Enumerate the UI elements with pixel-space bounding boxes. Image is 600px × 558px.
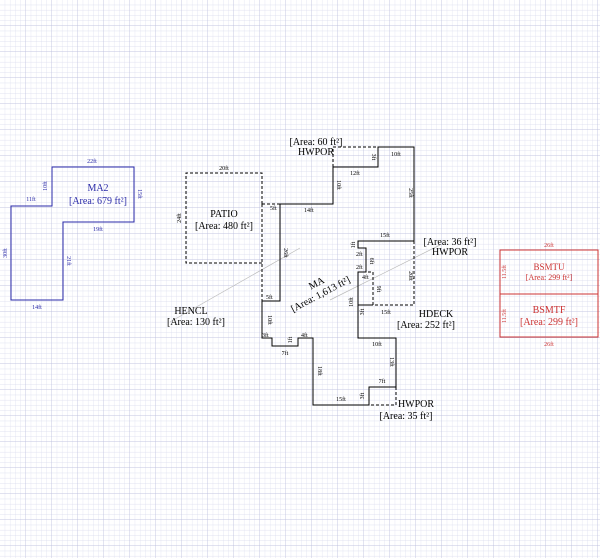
ma2-outline[interactable] — [10, 166, 135, 301]
room-area: [Area: 299 ft²] — [526, 273, 573, 282]
dim-label: 10ft — [266, 315, 273, 325]
room-hdeck[interactable]: 15ft 3ft 20ft HDECK [Area: 252 ft²] — [358, 241, 455, 331]
dim-label: 26ft — [544, 341, 554, 348]
room-bsmtf[interactable]: 26ft 11.5ft BSMTF [Area: 299 ft²] — [499, 293, 599, 348]
room-area: [Area: 480 ft²] — [195, 221, 253, 232]
room-hencl[interactable]: HENCL [Area: 130 ft²] — [167, 306, 225, 328]
room-ma2[interactable]: 22ft 15ft 19ft 21ft 14ft 30ft 11ft 10ft … — [2, 158, 143, 311]
room-name: HDECK — [419, 309, 454, 320]
room-name: HWPOR — [298, 147, 334, 158]
dim-label: 15ft — [336, 396, 346, 403]
hencl-boundary — [261, 203, 280, 301]
hwpor-top-outline[interactable] — [332, 146, 378, 167]
room-patio[interactable]: 20ft 24ft PATIO [Area: 480 ft²] — [176, 165, 263, 264]
room-name: PATIO — [210, 209, 237, 220]
dim-label: 4ft — [362, 274, 369, 281]
bsmtf-outline[interactable] — [499, 293, 599, 338]
room-area: [Area: 36 ft²] — [424, 237, 477, 248]
room-area: [Area: 60 ft²] — [290, 137, 343, 148]
ma-outline[interactable] — [261, 146, 415, 406]
dim-label: 2ft — [356, 264, 363, 271]
dim-label: 14ft — [304, 207, 314, 214]
dim-label: 10ft — [42, 181, 49, 191]
dim-label: 11.5ft — [501, 265, 508, 279]
dim-label: 11.5ft — [501, 309, 508, 323]
hwpor-bottom-outline[interactable] — [369, 387, 397, 406]
room-area: [Area: 299 ft²] — [520, 317, 578, 328]
dim-label: 5ft — [270, 205, 277, 212]
hencl-guide-line — [169, 247, 301, 323]
dim-label: 10ft — [348, 297, 355, 307]
patio-outline[interactable] — [185, 172, 263, 264]
room-hwpor-right[interactable]: [Area: 36 ft²] HWPOR — [424, 237, 477, 258]
dim-label: 4ft — [301, 332, 308, 339]
dim-label: 6ft — [368, 258, 375, 265]
dim-label: 5ft — [266, 294, 273, 301]
dim-label: 7ft — [379, 378, 386, 385]
dim-label: 15ft — [381, 309, 391, 316]
room-name: HWPOR — [432, 247, 468, 258]
room-name: BSMTU — [533, 262, 565, 272]
room-name: MA2 — [87, 183, 108, 194]
dim-label: 7ft — [282, 350, 289, 357]
room-area: [Area: 679 ft²] — [69, 196, 127, 207]
dim-label: 20ft — [219, 165, 229, 172]
dim-label: 2ft — [356, 251, 363, 258]
dim-label: 20ft — [407, 271, 414, 281]
dim-label: 19ft — [93, 226, 103, 233]
room-name: HWPOR — [398, 399, 434, 410]
dim-label: 25ft — [407, 188, 414, 198]
dim-label: 11ft — [26, 196, 36, 203]
dim-label: 9ft — [375, 286, 382, 293]
dim-label: 3ft — [370, 154, 377, 161]
dim-label: 30ft — [2, 248, 9, 258]
dim-label: 15ft — [136, 189, 143, 199]
dim-label: 3ft — [262, 332, 269, 339]
dim-label: 1ft — [287, 336, 294, 343]
room-name: BSMTF — [533, 305, 566, 316]
dim-label: 14ft — [32, 304, 42, 311]
dim-label: 26ft — [544, 242, 554, 249]
dim-label: 26ft — [282, 248, 289, 258]
hwpor-guide-line — [329, 244, 441, 301]
dim-label: 21ft — [65, 256, 72, 266]
room-hwpor-top[interactable]: [Area: 60 ft²] HWPOR 3ft 12ft — [290, 137, 378, 177]
dim-label: 3ft — [359, 392, 366, 399]
room-hwpor-bottom[interactable]: HWPOR [Area: 35 ft²] — [369, 387, 434, 422]
dim-label: 22ft — [87, 158, 97, 165]
room-name: HENCL — [174, 306, 207, 317]
dim-label: 10ft — [372, 341, 382, 348]
hdeck-outline[interactable] — [358, 241, 415, 306]
dim-label: 15ft — [380, 232, 390, 239]
room-area: [Area: 252 ft²] — [397, 320, 455, 331]
dim-label: 24ft — [176, 213, 183, 223]
room-area: [Area: 35 ft²] — [380, 411, 433, 422]
dim-label: 13ft — [388, 357, 395, 367]
dim-label: 1ft — [350, 241, 357, 248]
dim-label: 12ft — [350, 170, 360, 177]
dim-label: 10ft — [391, 151, 401, 158]
room-area: [Area: 130 ft²] — [167, 317, 225, 328]
dim-label: 3ft — [359, 308, 366, 315]
dim-label: 18ft — [316, 366, 323, 376]
dim-label: 10ft — [335, 180, 342, 190]
